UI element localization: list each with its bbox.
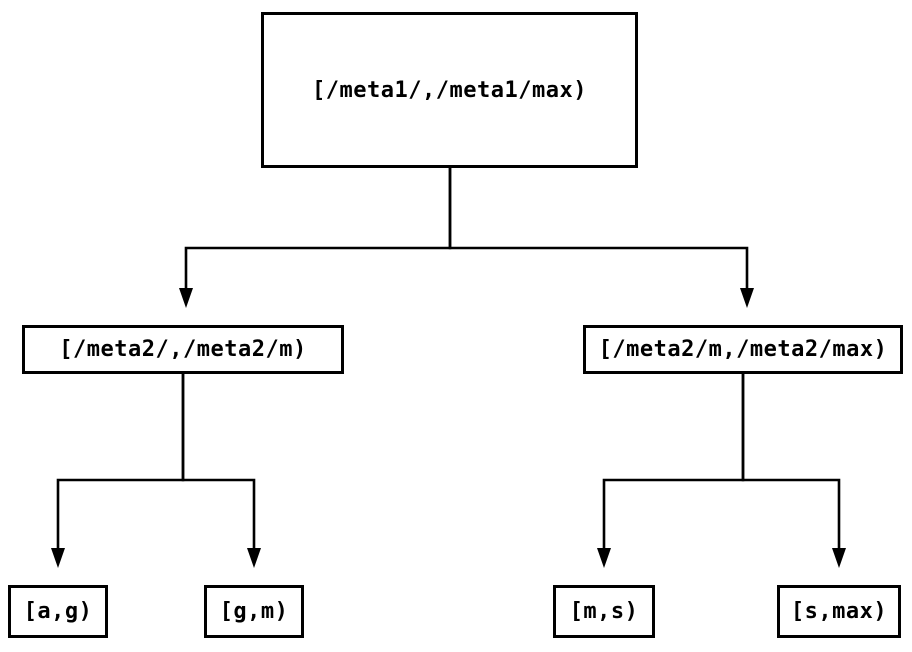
edge-level2-right-to-leaf-ms	[602, 374, 745, 550]
node-level2-right: [/meta2/m,/meta2/max)	[583, 325, 903, 374]
arrowhead-leaf-ag	[51, 548, 65, 568]
node-leaf-ms: [m,s)	[553, 585, 655, 638]
edge-root-to-level2-right	[448, 168, 749, 290]
node-root-label: [/meta1/,/meta1/max)	[312, 77, 587, 103]
arrowhead-leaf-smax	[832, 548, 846, 568]
edge-level2-left-to-leaf-gm	[181, 374, 256, 550]
node-leaf-gm-label: [g,m)	[219, 599, 289, 624]
node-level2-left-label: [/meta2/,/meta2/m)	[59, 337, 307, 362]
edge-root-to-level2-left	[184, 168, 452, 290]
arrowhead-leaf-gm	[247, 548, 261, 568]
node-root: [/meta1/,/meta1/max)	[261, 12, 638, 168]
node-leaf-ag: [a,g)	[8, 585, 108, 638]
edge-level2-right-to-leaf-smax	[741, 374, 841, 550]
arrowhead-level2-right	[740, 288, 754, 308]
node-leaf-smax-label: [s,max)	[790, 599, 888, 624]
node-leaf-ag-label: [a,g)	[23, 599, 93, 624]
edge-level2-left-to-leaf-ag	[56, 374, 185, 550]
arrowhead-leaf-ms	[597, 548, 611, 568]
node-leaf-gm: [g,m)	[204, 585, 304, 638]
arrowhead-level2-left	[179, 288, 193, 308]
node-level2-right-label: [/meta2/m,/meta2/max)	[598, 337, 888, 362]
node-leaf-ms-label: [m,s)	[569, 599, 639, 624]
node-leaf-smax: [s,max)	[777, 585, 901, 638]
node-level2-left: [/meta2/,/meta2/m)	[22, 325, 344, 374]
